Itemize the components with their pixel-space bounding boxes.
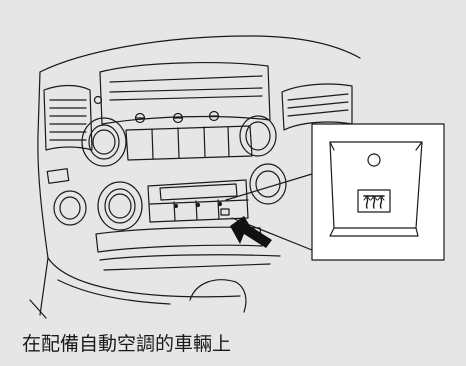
right-air-vent [281,83,353,131]
climate-knob-left [97,181,143,231]
indicator-light-icon [367,153,381,167]
hazard-switch [46,168,70,184]
dashboard-body [29,35,361,319]
pointer-arrow-icon [230,216,272,248]
callout-panel [311,123,445,261]
center-console [189,279,247,313]
caption-text: 在配備自動空調的車輛上 [22,333,232,355]
climate-control-panel [147,179,249,223]
preset-buttons-row [125,125,253,161]
audio-knob-left [81,117,127,167]
lower-storage-slot [95,226,281,271]
left-air-vent [43,84,93,151]
rear-defroster-icon [357,189,391,213]
rear-defrost-button-small [220,208,230,216]
climate-knob-far-left [53,190,87,226]
callout-leader-lines [225,173,313,251]
audio-knob-right [239,115,277,157]
audio-unit [93,62,271,125]
